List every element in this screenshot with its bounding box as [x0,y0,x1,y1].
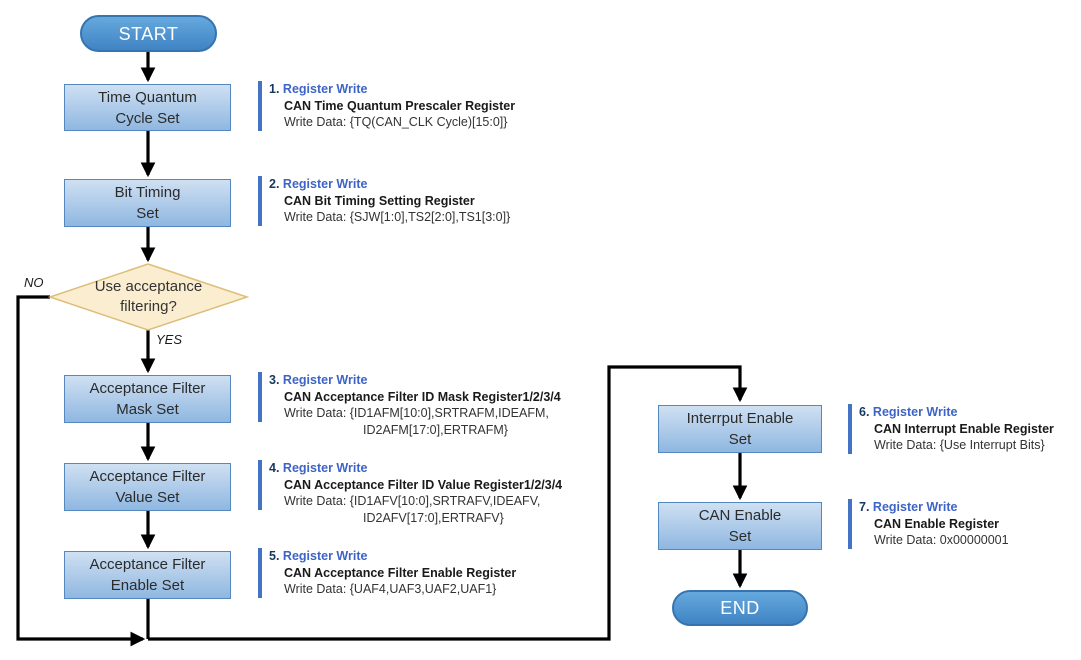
process-can-enable-set: CAN Enable Set [658,502,822,550]
process-label-line1: Interrput Enable [686,410,794,427]
end-label: END [720,598,760,618]
annotation-number: 4. [269,461,280,475]
annotation-register: CAN Time Quantum Prescaler Register [284,98,516,113]
annotation-bar [258,372,262,422]
process-label-line2: Value Set [115,489,180,506]
process-bit-timing-set: Bit Timing Set [64,179,231,227]
annotation-register: CAN Bit Timing Setting Register [284,193,475,208]
annotation-register: CAN Interrupt Enable Register [874,421,1054,436]
annotation-action: Register Write [872,405,958,419]
annotation-number: 5. [269,549,280,563]
process-label-line1: CAN Enable [698,507,782,524]
annotation-6: 6. Register Write CAN Interrupt Enable R… [848,404,1054,454]
decision-label-line2: filtering? [120,298,177,315]
annotation-bar [258,81,262,131]
start-label: START [118,23,179,44]
annotation-title: 1. Register Write [269,81,515,98]
annotation-write-data: Write Data: {UAF4,UAF3,UAF2,UAF1} [284,582,497,596]
annotation-write-data: Write Data: {SJW[1:0],TS2[2:0],TS1[3:0]} [284,210,511,224]
terminator-start: START [80,15,217,52]
annotation-7: 7. Register Write CAN Enable Register Wr… [848,499,1009,549]
annotation-bar [848,404,852,454]
annotation-number: 7. [859,500,870,514]
process-label-line1: Time Quantum [98,88,197,106]
process-label-line1: Acceptance Filter [89,380,206,397]
annotation-number: 2. [269,177,280,191]
terminator-end: END [672,590,808,626]
process-acceptance-filter-mask-set: Acceptance Filter Mask Set [64,375,231,423]
annotation-action: Register Write [282,461,368,475]
annotation-action: Register Write [872,500,958,514]
process-label-line2: Mask Set [116,401,179,418]
annotation-title: 2. Register Write [269,176,510,193]
decision-use-acceptance-filtering: Use acceptance filtering? [50,264,247,330]
annotation-bar [258,548,262,598]
process-interrupt-enable-set: Interrput Enable Set [658,405,822,453]
annotation-action: Register Write [282,177,368,191]
annotation-write-data: Write Data: {ID1AFM[10:0],SRTRAFM,IDEAFM… [284,406,549,420]
process-label-line1: Acceptance Filter [89,468,206,485]
connector-decision-no-path [16,295,146,647]
annotation-write-data: Write Data: 0x00000001 [874,533,1009,547]
annotation-write-data-cont: ID2AFV[17:0],ERTRAFV} [363,510,504,525]
annotation-number: 3. [269,373,280,387]
branch-label-yes: YES [156,332,183,347]
annotation-write-data-cont: ID2AFM[17:0],ERTRAFM} [363,422,508,437]
decision-label-line1: Use acceptance [94,278,203,295]
annotation-title: 5. Register Write [269,548,516,565]
annotation-3: 3. Register Write CAN Acceptance Filter … [258,372,561,438]
annotation-bar [258,176,262,226]
annotation-action: Register Write [282,82,368,96]
annotation-write-data: Write Data: {TQ(CAN_CLK Cycle)[15:0]} [284,115,508,129]
annotation-register: CAN Enable Register [874,516,1000,531]
process-label-line2: Cycle Set [115,109,180,127]
annotation-title: 3. Register Write [269,372,561,389]
annotation-title: 7. Register Write [859,499,1009,516]
annotation-action: Register Write [282,373,368,387]
process-acceptance-filter-value-set: Acceptance Filter Value Set [64,463,231,511]
process-time-quantum-cycle-set: Time Quantum Cycle Set [64,84,231,131]
annotation-4: 4. Register Write CAN Acceptance Filter … [258,460,562,526]
decision-diamond-shape [47,263,250,331]
process-label-line1: Acceptance Filter [89,556,206,573]
process-label-line2: Enable Set [110,577,185,594]
branch-label-no: NO [24,275,44,290]
annotation-action: Register Write [282,549,368,563]
connector-bottom-line-to-interrupt-enable [148,365,748,641]
annotation-number: 6. [859,405,870,419]
annotation-title: 6. Register Write [859,404,1054,421]
annotation-title: 4. Register Write [269,460,562,477]
annotation-1: 1. Register Write CAN Time Quantum Presc… [258,81,515,131]
annotation-register: CAN Acceptance Filter ID Value Register1… [284,477,563,492]
process-label-line2: Set [136,205,159,222]
process-label-line1: Bit Timing [114,184,181,201]
annotation-write-data: Write Data: {Use Interrupt Bits} [874,438,1045,452]
annotation-register: CAN Acceptance Filter ID Mask Register1/… [284,389,561,404]
annotation-2: 2. Register Write CAN Bit Timing Setting… [258,176,510,226]
annotation-write-data: Write Data: {ID1AFV[10:0],SRTRAFV,IDEAFV… [284,494,541,508]
annotation-5: 5. Register Write CAN Acceptance Filter … [258,548,516,598]
process-acceptance-filter-enable-set: Acceptance Filter Enable Set [64,551,231,599]
annotation-number: 1. [269,82,280,96]
annotation-bar [848,499,852,549]
annotation-register: CAN Acceptance Filter Enable Register [284,565,517,580]
process-label-line2: Set [728,431,752,448]
process-label-line2: Set [728,528,752,545]
annotation-bar [258,460,262,510]
